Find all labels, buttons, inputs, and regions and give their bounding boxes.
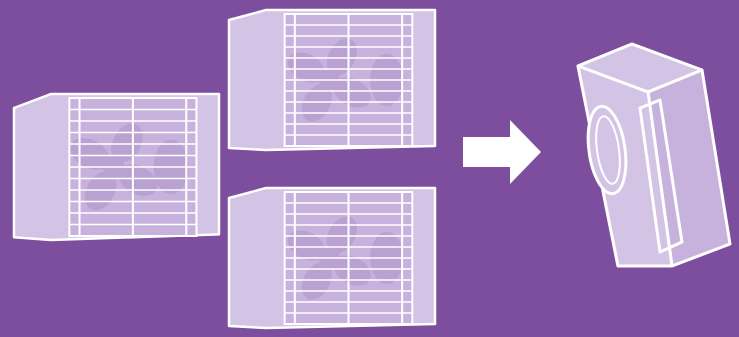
condenser-unit-icon — [12, 92, 221, 242]
fan-opening-inner — [595, 115, 621, 185]
vent-panel — [638, 98, 684, 254]
condenser-unit-icon — [227, 8, 437, 152]
fan-blade — [118, 164, 158, 196]
fan-blade — [287, 230, 326, 261]
condenser-unit-icon — [227, 186, 437, 330]
fan-blade — [287, 52, 326, 83]
compact-unit-icon — [576, 42, 732, 268]
fan-blade — [333, 255, 371, 286]
fan-blade — [333, 77, 371, 108]
right-arrow-icon — [463, 120, 541, 184]
